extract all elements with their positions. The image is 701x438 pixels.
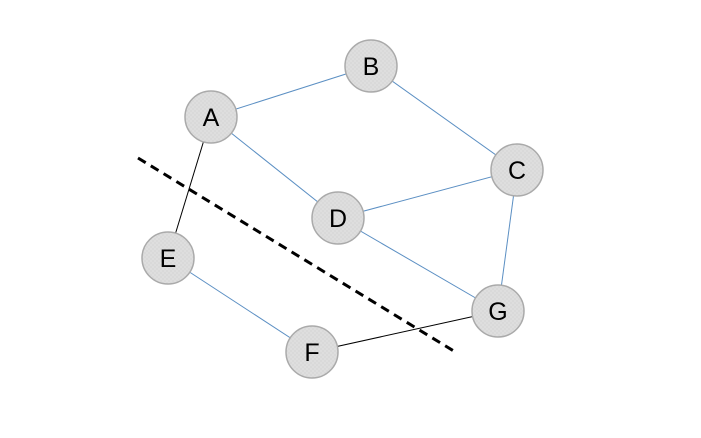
- node-E-circle: [141, 231, 195, 285]
- node-D-circle: [311, 191, 365, 245]
- edge-E-F[interactable]: [167, 257, 313, 353]
- node-A-label: A: [203, 104, 220, 132]
- node-B-circle: [344, 39, 398, 93]
- node-A[interactable]: A: [184, 90, 238, 144]
- node-C-circle: [490, 143, 544, 197]
- node-C-label: C: [508, 157, 526, 185]
- node-D-label: D: [329, 205, 347, 233]
- node-A-circle: [184, 90, 238, 144]
- node-G-label: G: [488, 298, 507, 326]
- node-G-circle: [471, 284, 525, 338]
- edge-D-C[interactable]: [337, 169, 518, 219]
- node-F-label: F: [304, 339, 319, 367]
- node-B[interactable]: B: [344, 39, 398, 93]
- edge-A-B[interactable]: [210, 65, 372, 118]
- node-F[interactable]: F: [285, 325, 339, 379]
- edge-A-D[interactable]: [210, 116, 339, 219]
- node-B-label: B: [363, 53, 380, 81]
- node-G[interactable]: G: [471, 284, 525, 338]
- node-E-label: E: [160, 245, 177, 273]
- node-F-circle: [285, 325, 339, 379]
- edge-D-G[interactable]: [337, 217, 499, 312]
- edge-F-G[interactable]: [311, 310, 499, 353]
- node-E[interactable]: E: [141, 231, 195, 285]
- node-C[interactable]: C: [490, 143, 544, 197]
- node-D[interactable]: D: [311, 191, 365, 245]
- dashed-divider-line[interactable]: [137, 156, 458, 355]
- edge-B-C[interactable]: [370, 65, 518, 171]
